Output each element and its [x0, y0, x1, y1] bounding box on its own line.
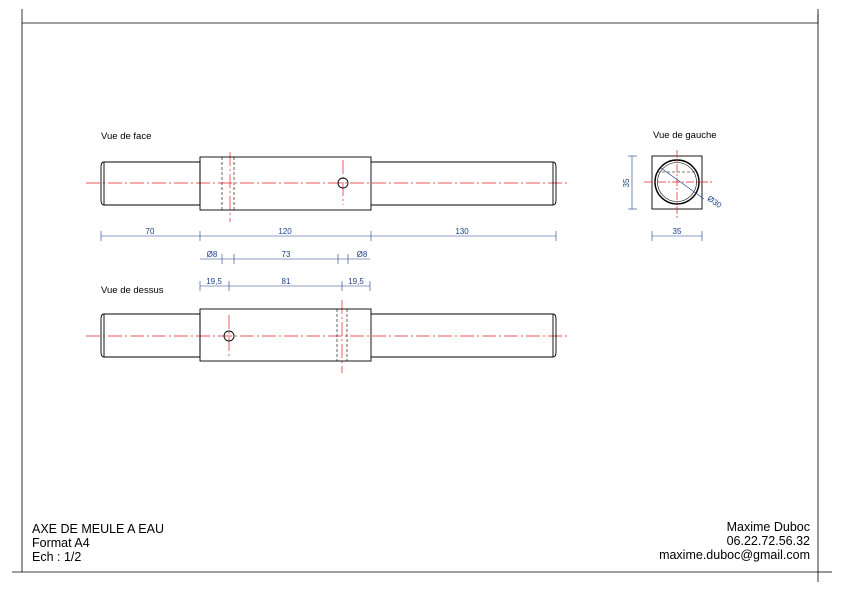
front-hidden-hole — [221, 157, 235, 210]
side-center-lines — [644, 150, 712, 218]
dim-hole-left-dia: Ø8 — [207, 250, 218, 259]
front-dimensions — [100, 231, 557, 291]
dim-left-length: 70 — [146, 227, 155, 236]
author-name: Maxime Duboc — [726, 520, 810, 534]
front-dimension-labels: 70 120 130 Ø8 73 Ø8 19,5 81 19,5 — [146, 227, 470, 286]
author-phone: 06.22.72.56.32 — [726, 534, 810, 548]
drawing-title: AXE DE MEULE A EAU — [32, 522, 164, 536]
top-view: Vue de dessus — [86, 285, 570, 373]
top-shaft-outline — [100, 308, 557, 362]
drawing-scale: Ech : 1/2 — [32, 550, 82, 564]
drawing-frame — [12, 9, 832, 582]
left-view: Vue de gauche 35 35 Ø30 — [622, 130, 724, 241]
front-shaft-outline — [100, 156, 557, 211]
dim-top-spacing: 81 — [282, 277, 291, 286]
top-hidden-hole — [336, 309, 348, 361]
dim-top-right-offset: 19,5 — [348, 277, 364, 286]
drawing-format: Format A4 — [32, 536, 90, 550]
front-view-label: Vue de face — [101, 131, 151, 142]
top-view-label: Vue de dessus — [101, 285, 164, 296]
left-view-label: Vue de gauche — [653, 130, 717, 141]
front-hole-circle — [337, 177, 349, 189]
front-view: Vue de face — [86, 131, 570, 222]
dim-mid-length: 120 — [278, 227, 292, 236]
author-email: maxime.duboc@gmail.com — [659, 548, 810, 562]
dim-top-left-offset: 19,5 — [206, 277, 222, 286]
front-center-line — [86, 152, 570, 222]
dim-side-diameter: Ø30 — [706, 194, 724, 210]
dim-side-height: 35 — [622, 178, 631, 187]
dim-right-length: 130 — [455, 227, 469, 236]
top-center-line — [86, 300, 570, 373]
dim-hole-right-dia: Ø8 — [357, 250, 368, 259]
side-dimensions — [628, 155, 703, 241]
author-block: Maxime Duboc 06.22.72.56.32 maxime.duboc… — [659, 520, 810, 562]
title-block: AXE DE MEULE A EAU Format A4 Ech : 1/2 — [32, 522, 164, 564]
dim-side-width: 35 — [673, 227, 682, 236]
dim-hole-spacing: 73 — [282, 250, 291, 259]
side-diameter-leader — [660, 167, 705, 200]
top-hole-circle — [223, 330, 235, 342]
